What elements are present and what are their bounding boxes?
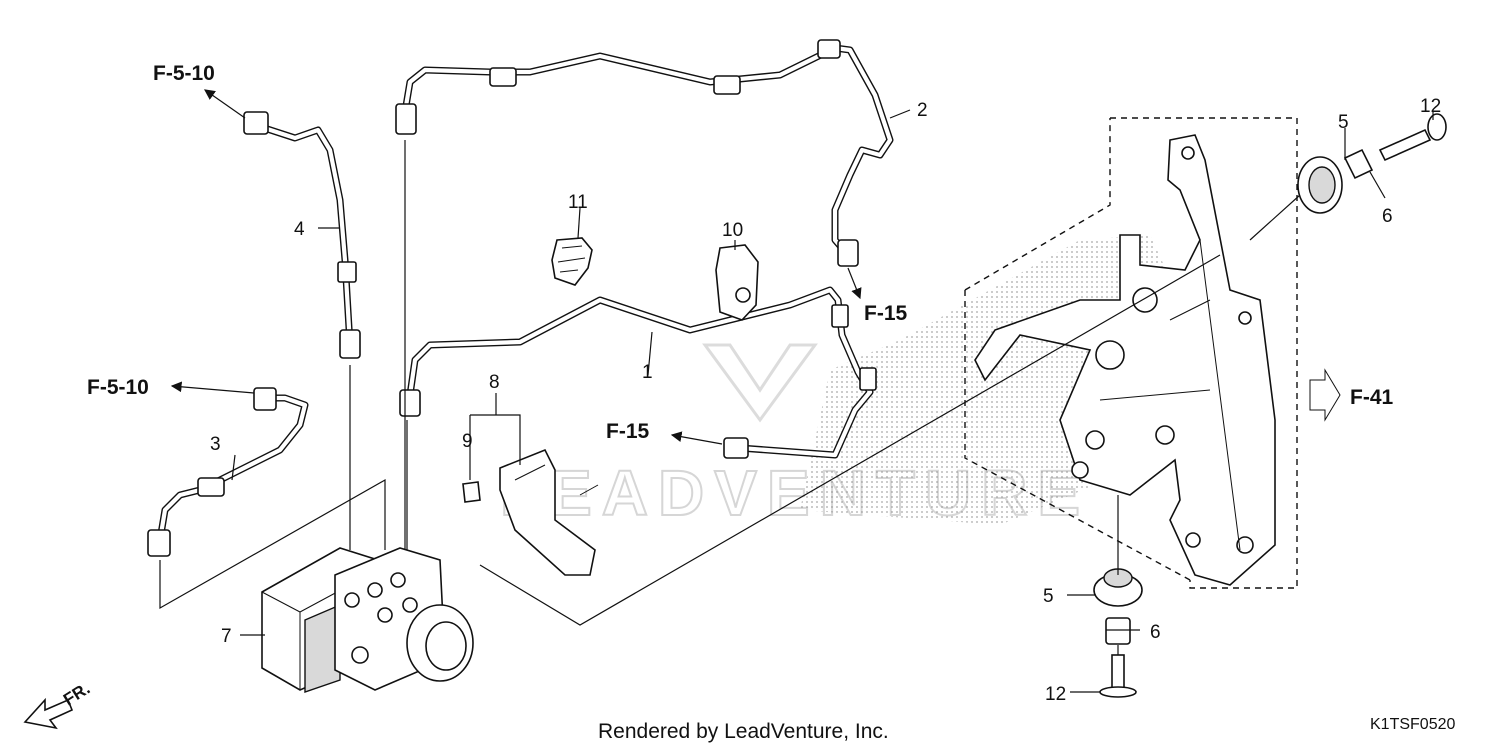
callout-2: 2 [917, 100, 928, 121]
callout-11: 11 [568, 192, 588, 213]
pipe-clip-10[interactable] [715, 244, 759, 321]
brake-pipe-3[interactable] [147, 387, 309, 557]
ref-arrows [170, 89, 1341, 445]
ref-f-5-10-top: F-5-10 [153, 62, 215, 85]
ref-f-15-mid: F-15 [606, 420, 650, 443]
bolt-12-bottom[interactable] [1099, 654, 1137, 698]
pipe-clip-11[interactable] [551, 237, 593, 286]
grommet-5-bottom[interactable] [1093, 568, 1143, 607]
front-arrow-icon [23, 697, 74, 730]
callout-9: 9 [462, 431, 473, 452]
ref-f-41: F-41 [1350, 386, 1394, 409]
brake-pipe-2[interactable] [395, 39, 894, 267]
callout-4: 4 [294, 219, 305, 240]
ref-f-15-right: F-15 [864, 302, 908, 325]
footer-credit: Rendered by LeadVenture, Inc. [598, 720, 889, 743]
abs-mounting-frame[interactable] [974, 134, 1276, 586]
abs-modulator[interactable] [261, 547, 474, 693]
callout-10: 10 [722, 220, 743, 241]
front-direction-indicator: FR. [23, 679, 93, 730]
callout-6-bottom: 6 [1150, 622, 1161, 643]
collar-6-top[interactable] [1343, 148, 1374, 180]
callout-12-bottom: 12 [1045, 684, 1066, 705]
ref-f-5-10-mid: F-5-10 [87, 376, 149, 399]
abs-bracket-8[interactable] [499, 448, 599, 576]
callout-5-bottom: 5 [1043, 586, 1054, 607]
callout-1: 1 [642, 362, 653, 383]
callout-7: 7 [221, 626, 232, 647]
diagram-code: K1TSF0520 [1370, 716, 1455, 733]
callout-12-top: 12 [1420, 96, 1441, 117]
leader-lines [159, 109, 1434, 693]
grommet-5-top[interactable] [1297, 156, 1343, 214]
assembly-dashed-box [964, 117, 1298, 589]
callout-8: 8 [489, 372, 500, 393]
rubber-pad-9[interactable] [462, 481, 481, 503]
f41-hollow-arrow [1309, 368, 1341, 422]
collar-6-bottom[interactable] [1105, 617, 1131, 645]
brake-pipe-4[interactable] [243, 111, 361, 359]
bolt-12-top[interactable] [1378, 113, 1447, 162]
callout-5-top: 5 [1338, 112, 1349, 133]
callout-6-top: 6 [1382, 206, 1393, 227]
callout-3: 3 [210, 434, 221, 455]
